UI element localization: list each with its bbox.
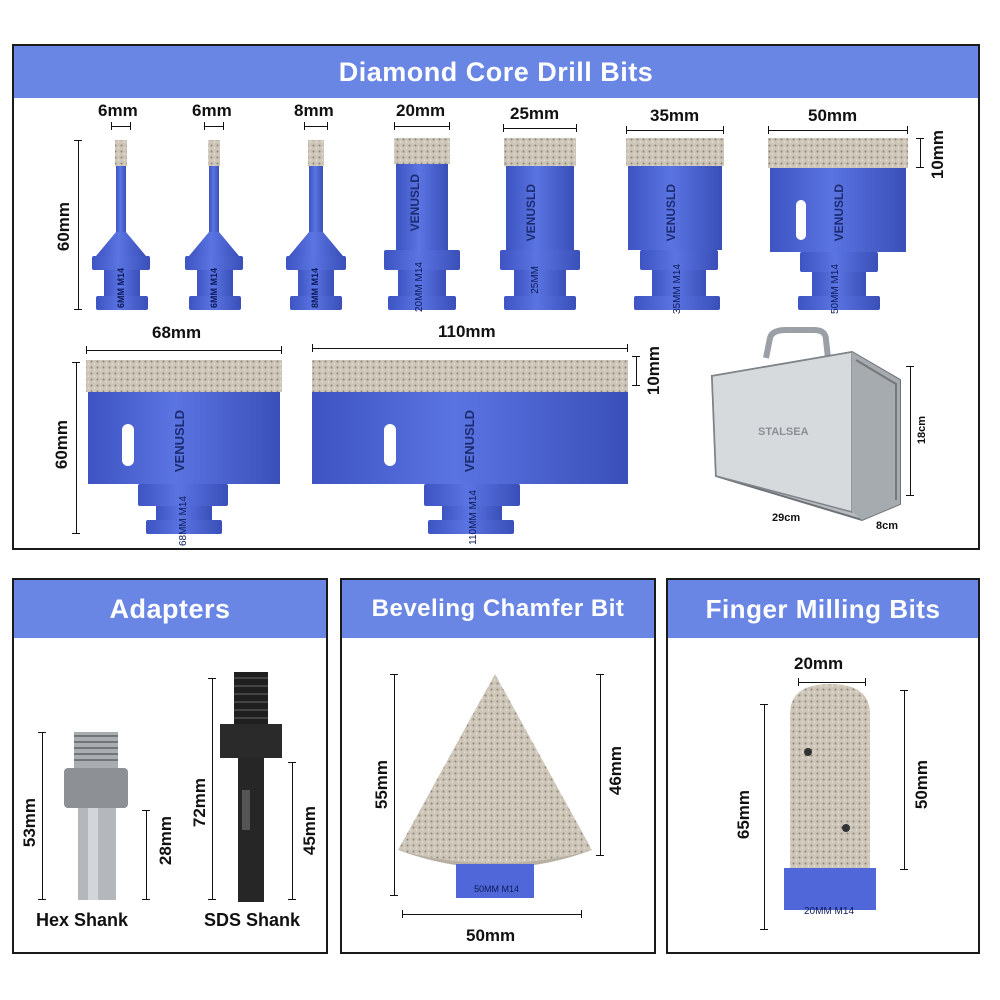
hex-shank-adapter <box>64 732 128 900</box>
dim-110mm: 110mm <box>438 322 496 341</box>
core-bit-110mm <box>312 360 628 534</box>
dim-line-8mm <box>304 122 328 130</box>
bit-label-68mm: 68MM M14 <box>178 496 189 547</box>
dim-line-row2-height <box>72 362 80 534</box>
bit-label-35mm: 35MM M14 <box>672 264 683 315</box>
core-drill-bits-title: Diamond Core Drill Bits <box>14 46 978 98</box>
dim-bevel-cone: 46mm <box>606 746 625 796</box>
dim-8mm: 8mm <box>294 101 334 120</box>
core-bit-25mm <box>500 138 580 310</box>
case-logo: STALSEA <box>758 426 809 438</box>
dim-finger-head: 50mm <box>912 760 931 810</box>
brand-20mm: VENUSLD <box>408 174 422 232</box>
dim-25mm: 25mm <box>510 104 560 123</box>
dim-68mm: 68mm <box>152 323 202 342</box>
dim-row2-segment: 10mm <box>644 346 663 396</box>
dim-line-20mm <box>394 122 450 130</box>
dim-line-sds-total <box>208 678 216 900</box>
core-bit-50mm <box>768 138 908 310</box>
finger-bit-label: 20MM M14 <box>804 906 855 917</box>
dim-hex-shank: 28mm <box>156 816 175 866</box>
bit-label-20mm: 20MM M14 <box>414 262 425 313</box>
dim-finger-width: 20mm <box>794 654 844 673</box>
case-height: 18cm <box>916 416 928 445</box>
bit-label-6mm-a: 6MM M14 <box>116 268 126 309</box>
brand-25mm: VENUSLD <box>524 184 538 242</box>
sds-shank-adapter <box>220 672 282 902</box>
dim-line-row1-segment <box>916 138 924 168</box>
dim-row1-height: 60mm <box>54 202 73 252</box>
adapters-graphic <box>64 672 282 902</box>
chamfer-bit-label: 50MM M14 <box>474 884 520 894</box>
adapters-panel: Adapters <box>12 578 328 954</box>
dim-line-68mm <box>86 346 282 354</box>
dim-50mm: 50mm <box>808 106 858 125</box>
brand-35mm: VENUSLD <box>664 184 678 242</box>
bit-label-110mm: 110MM M14 <box>468 490 479 545</box>
dim-20mm: 20mm <box>396 101 446 120</box>
dim-line-sds-shank <box>288 762 296 900</box>
core-bit-8mm <box>286 140 346 310</box>
dim-line-50mm <box>768 126 908 134</box>
dim-finger-total: 65mm <box>734 790 753 840</box>
dim-line-bevel-total <box>390 674 398 896</box>
dim-35mm: 35mm <box>650 106 700 125</box>
dim-line-bevel-cone <box>596 674 604 856</box>
dim-line-110mm <box>312 344 628 352</box>
case-width: 29cm <box>772 512 801 524</box>
sds-shank-caption: SDS Shank <box>204 910 301 930</box>
dim-line-hex-total <box>38 732 46 900</box>
dim-line-6mm-a <box>111 122 131 130</box>
core-bit-6mm-a <box>92 140 150 310</box>
bit-label-8mm: 8MM M14 <box>310 268 320 309</box>
hex-shank-caption: Hex Shank <box>36 910 129 930</box>
dim-line-row2-segment <box>632 356 640 386</box>
brand-50mm: VENUSLD <box>832 184 846 242</box>
bit-label-6mm-b: 6MM M14 <box>209 268 219 309</box>
dim-line-finger-width <box>798 678 866 686</box>
chamfer-bit-graphic <box>398 674 592 898</box>
dim-line-finger-head <box>900 690 908 870</box>
dim-sds-total: 72mm <box>190 778 209 828</box>
beveling-chamfer-title: Beveling Chamfer Bit <box>342 580 654 638</box>
core-bit-68mm <box>86 360 282 534</box>
dim-bevel-width: 50mm <box>466 926 516 945</box>
dim-line-finger-total <box>760 704 768 930</box>
dim-row2-height: 60mm <box>52 420 71 470</box>
finger-bit-graphic <box>784 684 876 910</box>
core-bits-row1-graphic <box>86 138 908 534</box>
dim-line-case-height <box>906 366 914 496</box>
core-bit-35mm <box>626 138 724 310</box>
dim-sds-shank: 45mm <box>300 806 319 856</box>
dim-line-row1-height <box>74 140 82 310</box>
dim-hex-total: 53mm <box>20 798 39 848</box>
finger-milling-title: Finger Milling Bits <box>668 580 978 638</box>
case-depth: 8cm <box>876 520 899 532</box>
dim-bevel-total: 55mm <box>372 760 391 810</box>
bit-label-25mm: 25MM <box>530 266 541 294</box>
brand-110mm: VENUSLD <box>462 410 477 473</box>
core-bit-6mm-b <box>185 140 243 310</box>
dim-row1-segment: 10mm <box>928 130 947 180</box>
adapters-title: Adapters <box>14 580 326 638</box>
dim-line-35mm <box>626 126 724 134</box>
core-bit-20mm <box>384 138 460 310</box>
dim-line-hex-shank <box>142 810 150 900</box>
dim-6mm-a: 6mm <box>98 101 138 120</box>
brand-68mm: VENUSLD <box>172 410 187 473</box>
storage-case <box>710 327 901 522</box>
dim-line-6mm-b <box>204 122 224 130</box>
dim-line-bevel-width <box>402 910 582 918</box>
dim-6mm-b: 6mm <box>192 101 232 120</box>
dim-line-25mm <box>503 124 577 132</box>
bit-label-50mm: 50MM M14 <box>830 264 841 315</box>
